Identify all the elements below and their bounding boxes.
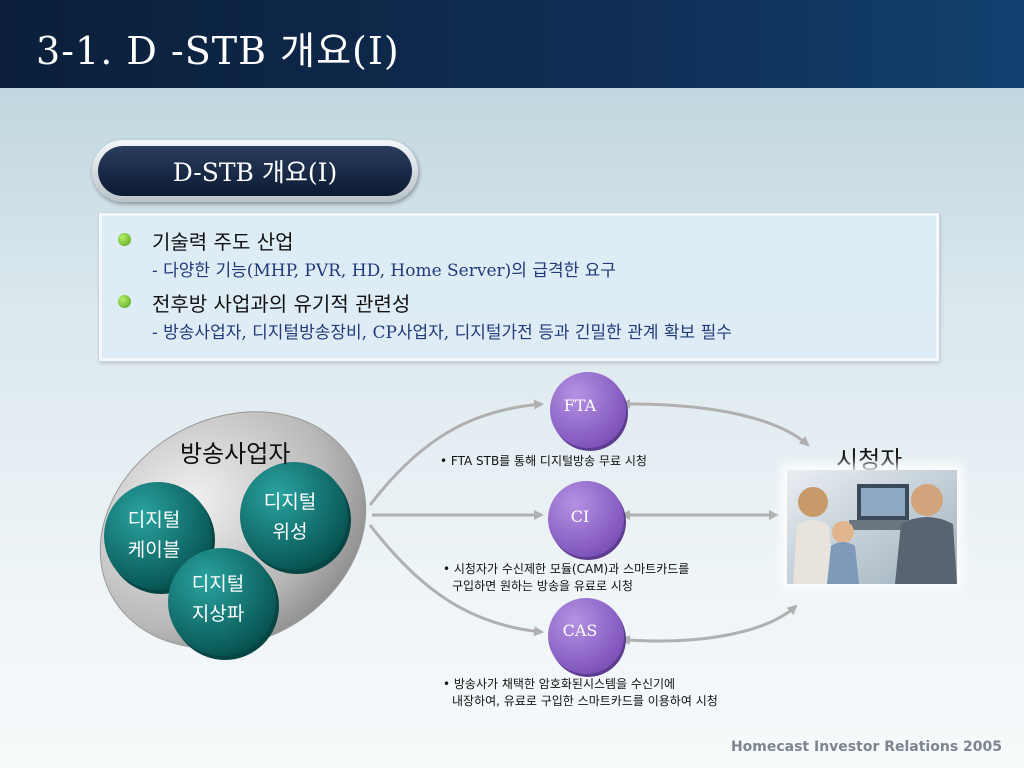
note-line: • 시청자가 수신제한 모듈(CAM)과 스마트카드를 [443, 562, 690, 576]
section-title: D-STB 개요(I) [172, 158, 338, 187]
note-ci: • 시청자가 수신제한 모듈(CAM)과 스마트카드를 구입하면 원하는 방송을… [443, 561, 689, 595]
footer-text: Homecast Investor Relations 2005 [730, 739, 1002, 755]
bullet-dot-icon [118, 233, 131, 246]
family-watching-tv-image [787, 470, 957, 584]
note-line: • 방송사가 채택한 암호화된시스템을 수신기에 [443, 677, 676, 691]
viewer-photo [787, 470, 957, 584]
arrow-cas-viewer [620, 604, 798, 646]
bullet-subtext: - 방송사업자, 디지털방송장비, CP사업자, 디지털가전 등과 긴밀한 관계… [152, 323, 732, 343]
node-ci: CI [548, 481, 626, 560]
node-label: CAS [563, 621, 598, 640]
viewer-label: 시청자 [836, 446, 903, 474]
note-line: 내장하여, 유료로 구입한 스마트카드를 이용하여 시청 [452, 694, 718, 708]
note-line: 구입하면 원하는 방송을 유료로 시청 [452, 579, 633, 593]
bullet-heading: 전후방 사업과의 유기적 관련성 [152, 292, 411, 316]
header-bar: 3-1. D -STB 개요(I) [0, 0, 1024, 88]
slide-title: 3-1. D -STB 개요(I) [36, 29, 400, 73]
node-cas: CAS [548, 598, 626, 677]
bullet-heading: 기술력 주도 산업 [152, 230, 294, 254]
note-cas: • 방송사가 채택한 암호화된시스템을 수신기에 내장하여, 유료로 구입한 스… [443, 676, 718, 710]
section-title-pill-inner: D-STB 개요(I) [98, 146, 412, 196]
circle-label: 위성 [273, 521, 308, 543]
broadcaster-circle-satellite: 디지털 위성 [240, 462, 351, 574]
node-fta: FTA [550, 372, 628, 451]
note-line: • FTA STB를 통해 디지털방송 무료 시청 [440, 454, 647, 468]
circle-label: 케이블 [128, 539, 180, 561]
broadcaster-label: 방송사업자 [180, 440, 291, 468]
note-fta: • FTA STB를 통해 디지털방송 무료 시청 [440, 453, 647, 470]
arrow-to-fta [368, 399, 544, 506]
bullet-subtext: - 다양한 기능(MHP, PVR, HD, Home Server)의 급격한… [152, 261, 616, 281]
circle-label: 지상파 [192, 603, 244, 625]
arrow-to-cas [368, 524, 544, 637]
broadcaster-circle-terrestrial: 디지털 지상파 [168, 548, 279, 660]
circle-label: 디지털 [264, 491, 316, 513]
bullet-dot-icon [118, 295, 131, 308]
bullet-box: 기술력 주도 산업 - 다양한 기능(MHP, PVR, HD, Home Se… [99, 213, 939, 361]
node-label: FTA [564, 396, 597, 415]
node-label: CI [571, 507, 590, 526]
circle-label: 디지털 [128, 509, 180, 531]
section-title-pill: D-STB 개요(I) [92, 140, 418, 202]
circle-label: 디지털 [192, 573, 244, 595]
arrow-fta-viewer [620, 399, 810, 447]
